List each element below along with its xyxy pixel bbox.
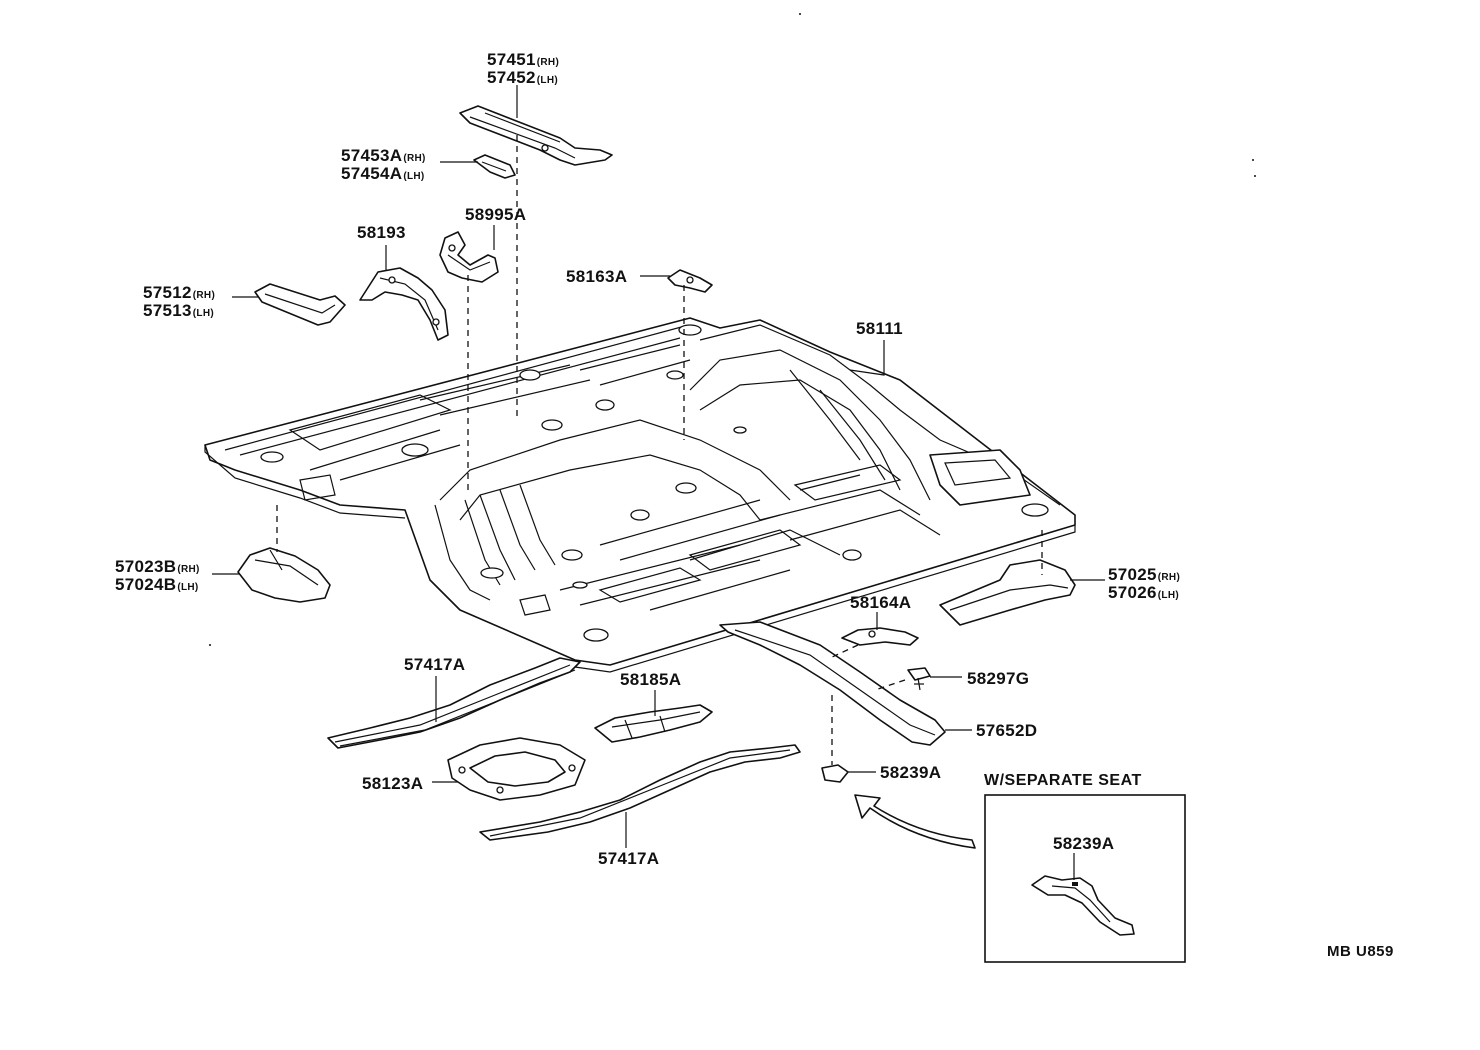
part-58239a-pad xyxy=(821,764,849,783)
floor-pan-58111 xyxy=(204,317,1076,673)
label-58123a: 58123A xyxy=(362,774,424,793)
label-58239a: 58239A xyxy=(880,763,942,782)
label-57025-57026: 57025(RH) 57026(LH) xyxy=(1108,565,1181,602)
part-58163a-clip xyxy=(667,269,713,293)
part-57652d-rail xyxy=(719,621,946,746)
label-58193: 58193 xyxy=(357,223,406,242)
inset-label-58239a: 58239A xyxy=(1053,834,1115,853)
scan-specks xyxy=(209,13,1256,646)
part-57025-rail xyxy=(939,559,1076,626)
part-58123a-gasket xyxy=(447,737,586,801)
curved-arrow xyxy=(854,794,976,849)
alignment-lines xyxy=(276,135,1043,765)
part-57453a-clip xyxy=(473,154,516,179)
label-58995a: 58995A xyxy=(465,205,527,224)
label-58297g: 58297G xyxy=(967,669,1030,688)
inset-title: W/SEPARATE SEAT xyxy=(984,772,1142,789)
label-57417a-bottom: 57417A xyxy=(598,849,660,868)
part-57451-brace xyxy=(459,105,613,166)
label-58185a: 58185A xyxy=(620,670,682,689)
part-58995a-bracket xyxy=(439,231,499,283)
part-58193-bracket xyxy=(359,267,449,341)
diagram-code: MB U859 xyxy=(1327,943,1394,960)
inset-frame xyxy=(984,794,1186,963)
inset-bracket-58239a xyxy=(1031,875,1135,936)
label-57512-57513: 57512(RH) 57513(LH) xyxy=(143,283,216,320)
part-57023b-bracket xyxy=(237,547,331,603)
label-58164a: 58164A xyxy=(850,593,912,612)
label-57652d: 57652D xyxy=(976,721,1038,740)
part-58164a-bracket xyxy=(841,627,919,646)
label-57451-57452: 57451(RH) 57452(LH) xyxy=(487,50,560,87)
leader-lines xyxy=(212,85,1105,880)
label-58163a: 58163A xyxy=(566,267,628,286)
part-57417a-rail-bottom xyxy=(479,744,801,841)
part-57417a-rail-top xyxy=(327,657,581,749)
label-57023b-57024b: 57023B(RH) 57024B(LH) xyxy=(115,557,200,594)
label-57417a-top: 57417A xyxy=(404,655,466,674)
label-57453a-57454a: 57453A(RH) 57454A(LH) xyxy=(341,146,426,183)
part-58185a-bracket xyxy=(594,704,713,743)
label-58111: 58111 xyxy=(856,319,903,338)
part-57512-bracket xyxy=(254,283,346,326)
part-58297g-bolt xyxy=(907,667,931,691)
